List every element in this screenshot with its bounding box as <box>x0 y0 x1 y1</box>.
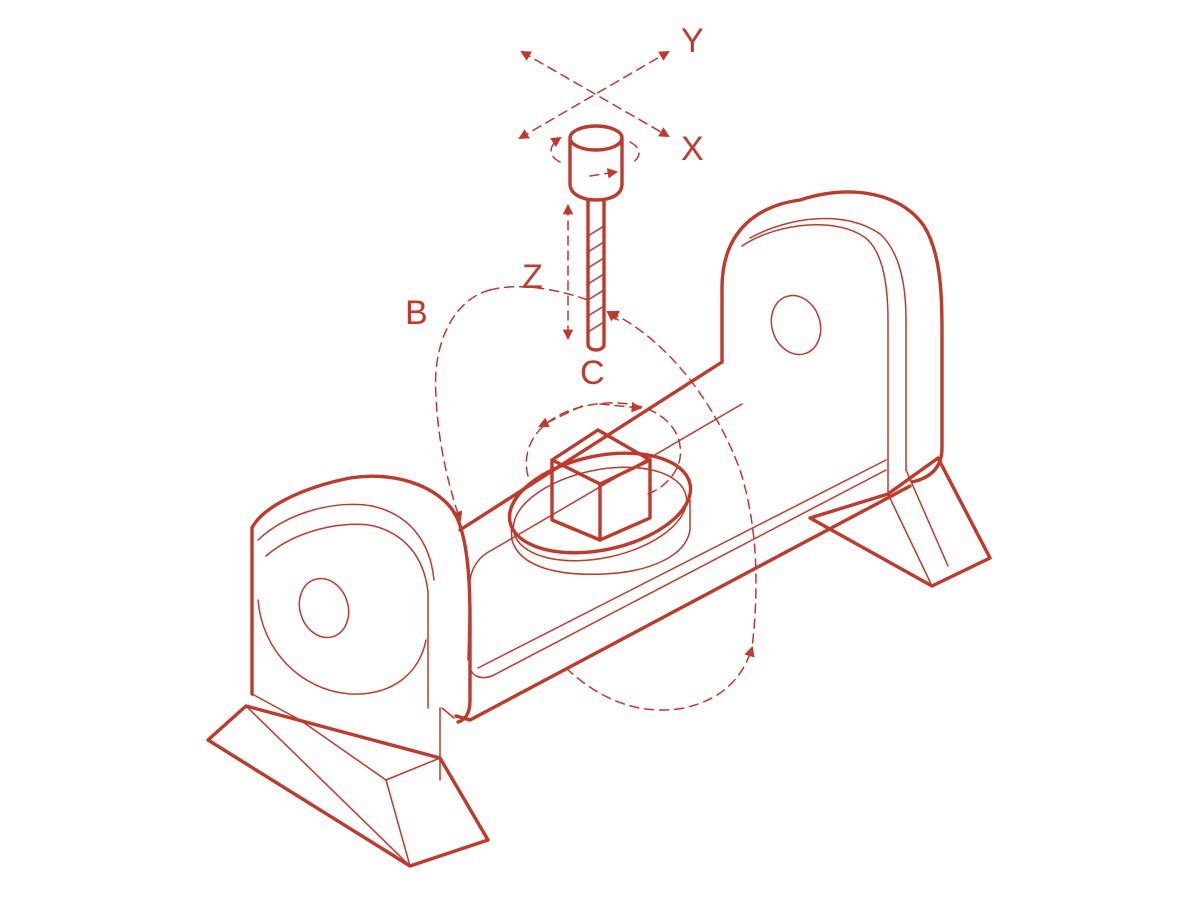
left-foot <box>206 704 490 868</box>
z-axis-arrow <box>562 203 619 341</box>
c-rotation-arc <box>525 401 682 495</box>
b-rotation-arc <box>434 285 757 711</box>
xy-axes <box>518 50 670 140</box>
workpiece-cube <box>550 428 652 542</box>
rotary-table <box>507 451 693 576</box>
z-axis-label: Z <box>522 258 543 296</box>
right-foot <box>808 456 992 588</box>
b-axis-label: B <box>405 294 428 332</box>
left-upright <box>250 474 472 781</box>
c-axis-label: C <box>580 354 605 392</box>
y-axis-label: Y <box>681 22 704 60</box>
right-upright <box>720 190 944 495</box>
x-axis-label: X <box>681 130 704 168</box>
spindle-tool <box>550 124 640 352</box>
